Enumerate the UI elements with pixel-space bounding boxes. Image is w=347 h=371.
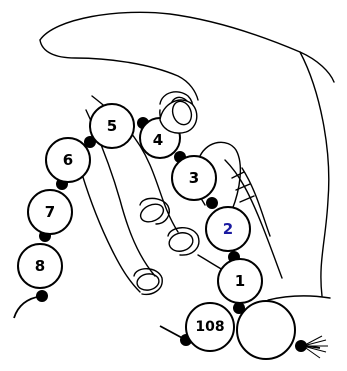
bead-4-label: 4 — [153, 131, 163, 149]
fingernail-2 — [167, 230, 195, 254]
spacer-knot — [36, 290, 48, 302]
index-finger-outline — [40, 12, 334, 82]
spacer-knot — [206, 197, 218, 209]
bead-2-label: 2 — [223, 220, 233, 238]
index-finger-underside — [40, 40, 198, 100]
wrist-lower — [268, 296, 330, 300]
bead-6-label: 6 — [63, 151, 73, 169]
finger-over-bead-4 — [160, 99, 197, 133]
fingernail-3 — [136, 272, 160, 292]
bead-5-label: 5 — [107, 117, 117, 135]
guru-bead — [237, 301, 295, 359]
bead-108-label: 108 — [195, 319, 224, 335]
fingernail-1 — [138, 201, 167, 226]
bead-7-label: 7 — [45, 203, 55, 221]
back-of-hand — [300, 52, 329, 296]
bead-3-label: 3 — [189, 169, 199, 187]
bead-1-label: 1 — [235, 272, 245, 290]
spacer-knot — [295, 340, 307, 352]
palm-shadow-lines — [232, 172, 254, 202]
bead-8-label: 8 — [35, 257, 45, 275]
